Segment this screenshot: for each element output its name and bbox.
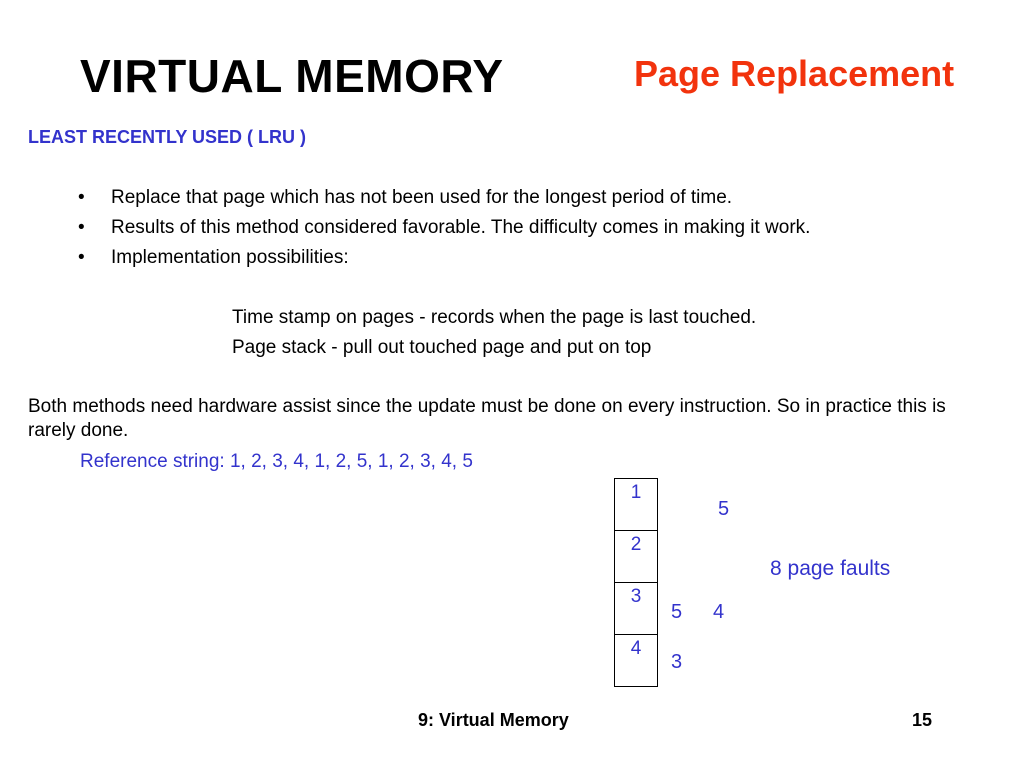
sub-item-timestamp: Time stamp on pages - records when the p…: [232, 307, 757, 328]
replacement-value-row3-a: 5: [671, 601, 683, 623]
reference-string: Reference string: 1, 2, 3, 4, 1, 2, 5, 1…: [80, 451, 473, 472]
bullet-text: Results of this method considered favora…: [111, 217, 811, 238]
replacement-value-row4: 3: [671, 651, 683, 673]
slide-title: VIRTUAL MEMORY: [80, 50, 504, 102]
frame-stack: 1 2 3 4: [614, 478, 658, 687]
section-heading: LEAST RECENTLY USED ( LRU ): [28, 127, 307, 147]
replacement-value-row3-b: 4: [713, 601, 725, 623]
replacement-value-top: 5: [718, 498, 730, 520]
footer-label: 9: Virtual Memory: [418, 710, 569, 730]
slide-subtitle: Page Replacement: [634, 53, 955, 94]
frame-cell: 2: [615, 531, 657, 583]
bullet-item: • Results of this method considered favo…: [78, 213, 810, 243]
bullet-text: Replace that page which has not been use…: [111, 187, 733, 208]
frame-cell: 1: [615, 479, 657, 531]
bullet-text: Implementation possibilities:: [111, 247, 349, 268]
sub-item-page-stack: Page stack - pull out touched page and p…: [232, 337, 652, 358]
frame-cell: 4: [615, 635, 657, 686]
bullet-marker: •: [78, 187, 85, 208]
body-paragraph: Both methods need hardware assist since …: [28, 396, 946, 441]
frame-value: 2: [630, 534, 642, 555]
page-faults-label: 8 page faults: [770, 557, 891, 580]
frame-value: 3: [630, 586, 642, 607]
bullet-list: • Replace that page which has not been u…: [78, 183, 810, 273]
bullet-marker: •: [78, 247, 85, 268]
bullet-item: • Replace that page which has not been u…: [78, 183, 810, 213]
frame-value: 1: [630, 482, 642, 503]
frame-cell: 3: [615, 583, 657, 635]
page-number: 15: [912, 710, 933, 730]
bullet-item: • Implementation possibilities:: [78, 243, 810, 273]
frame-value: 4: [630, 638, 642, 659]
bullet-marker: •: [78, 217, 85, 238]
